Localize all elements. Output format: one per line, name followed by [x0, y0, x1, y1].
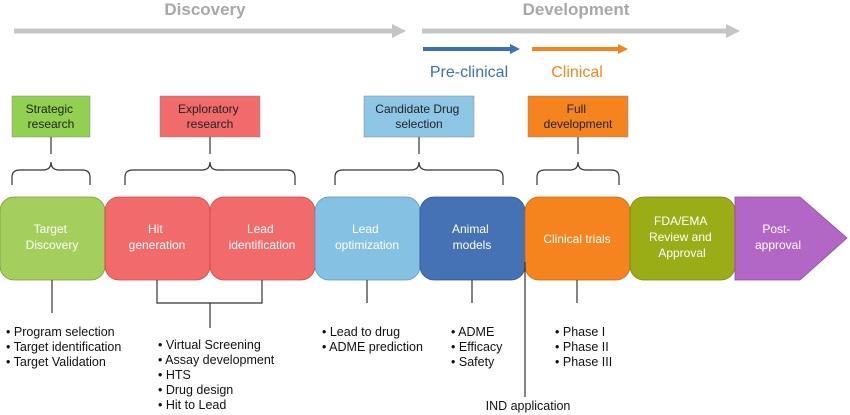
list-item: • Virtual Screening: [158, 338, 261, 352]
stage-fda-ema-review: FDA/EMA Review and Approval: [629, 196, 736, 281]
brace-strategic: [11, 161, 91, 185]
svg-text:Target Discovery: Target Discovery: [26, 222, 79, 252]
svg-text:Strategic research: Strategic research: [26, 102, 77, 131]
category-full-development: Full development: [527, 95, 629, 138]
brace-exploratory: [124, 161, 296, 185]
stage-lead-optimization: Lead optimization: [314, 196, 421, 281]
list-hit-lead: • Virtual Screening • Assay development …: [158, 338, 275, 412]
svg-text:Candidate Drug selection: Candidate Drug selection: [375, 102, 462, 131]
svg-text:Lead optimization: Lead optimization: [335, 222, 399, 252]
list-connectors: [51, 262, 578, 397]
stage-hit-generation: Hit generation: [104, 196, 211, 281]
svg-text:Animal models: Animal models: [452, 222, 492, 252]
list-item: • Assay development: [158, 353, 275, 367]
list-item: • Program selection: [6, 325, 115, 339]
stage-lead-identification: Lead identification: [209, 196, 316, 281]
list-item: • ADME: [451, 325, 494, 339]
preclinical-label: Pre-clinical: [430, 64, 508, 81]
stage-animal-models: Animal models: [419, 196, 526, 281]
list-lead-optimization: • Lead to drug • ADME prediction: [322, 325, 423, 354]
svg-text:FDA/EMA Review and: FDA/EMA Review and Approval: [649, 214, 715, 260]
category-strategic-research: Strategic research: [11, 95, 91, 138]
svg-text:Exploratory research: Exploratory research: [178, 102, 242, 131]
discovery-heading: Discovery: [164, 0, 246, 19]
list-item: • Safety: [451, 355, 495, 369]
development-heading: Development: [523, 0, 630, 19]
brace-full-development: [536, 161, 620, 185]
list-item: • ADME prediction: [322, 340, 423, 354]
stage-target-discovery: Target Discovery: [0, 196, 106, 281]
svg-text:Clinical trials: Clinical trials: [543, 232, 610, 246]
svg-text:Hit generation: Hit generation: [129, 222, 186, 252]
clinical-label: Clinical: [551, 64, 603, 81]
stage-clinical-trials: Clinical trials: [524, 196, 631, 281]
list-item: • Phase I: [555, 325, 605, 339]
category-exploratory-research: Exploratory research: [159, 95, 261, 138]
list-item: • Hit to Lead: [158, 398, 226, 412]
svg-text:Lead identification: Lead identification: [229, 222, 296, 252]
list-animal-models: • ADME • Efficacy • Safety: [451, 325, 503, 369]
list-clinical-trials: • Phase I • Phase II • Phase III: [555, 325, 612, 369]
list-item: • Target Validation: [6, 355, 106, 369]
category-candidate-drug-selection: Candidate Drug selection: [363, 95, 475, 138]
list-item: • Lead to drug: [322, 325, 400, 339]
braces: [11, 137, 620, 185]
preclinical-arrow: [423, 44, 520, 54]
list-target: • Program selection • Target identificat…: [6, 325, 121, 369]
development-phase-arrow: [422, 24, 740, 38]
svg-text:Full development: Full development: [544, 102, 613, 131]
brace-candidate: [334, 161, 504, 185]
list-item: • HTS: [158, 368, 191, 382]
stage-post-approval: Post- approval: [734, 196, 848, 281]
ind-application-label: IND application: [486, 399, 571, 413]
svg-text:Post- approval: Post- approval: [755, 222, 801, 252]
clinical-arrow: [532, 44, 628, 54]
list-item: • Phase III: [555, 355, 612, 369]
discovery-phase-arrow: [14, 24, 406, 38]
list-item: • Target identification: [6, 340, 121, 354]
list-item: • Efficacy: [451, 340, 503, 354]
list-item: • Drug design: [158, 383, 233, 397]
list-item: • Phase II: [555, 340, 609, 354]
